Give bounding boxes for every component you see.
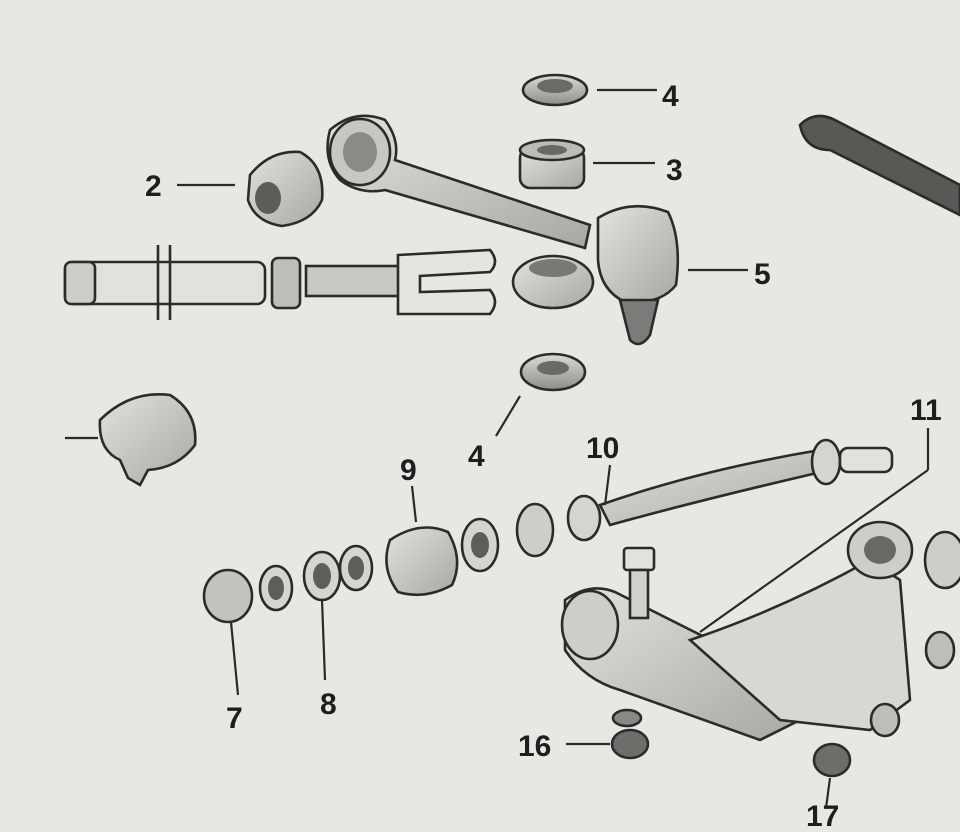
leader-lines: [65, 88, 930, 809]
part-3-bushing: [518, 138, 586, 190]
arm-bolt: [622, 546, 656, 620]
part-9-bushing: [385, 517, 500, 597]
part-8-washers: [258, 544, 374, 612]
callout-16: 16: [518, 730, 551, 763]
callout-4-lower: 4: [468, 440, 485, 473]
callout-3: 3: [666, 154, 683, 187]
upper-rod-part: [798, 114, 960, 217]
part-17-nut: [812, 742, 852, 778]
callout-5: 5: [754, 258, 771, 291]
callout-17: 17: [806, 800, 839, 832]
clevis-bolt-assembly: [63, 245, 595, 320]
callout-10: 10: [586, 432, 619, 465]
callout-2: 2: [145, 170, 162, 203]
part-11-lower-arm: [560, 520, 960, 742]
part-5-control-arm: [326, 114, 680, 346]
part-4-lower-cap: [519, 352, 587, 392]
callout-4-top: 4: [662, 80, 679, 113]
callout-9: 9: [400, 454, 417, 487]
rubber-cover-part: [98, 393, 197, 487]
callout-11: 11: [910, 394, 942, 427]
part-2-bushing: [246, 150, 324, 228]
part-7-cap: [202, 568, 254, 624]
part-16-nut: [610, 708, 650, 760]
part-4-top-cap: [521, 73, 589, 107]
part-10-link-rod: [515, 438, 894, 558]
callout-8: 8: [320, 688, 337, 721]
callout-7: 7: [226, 702, 243, 735]
